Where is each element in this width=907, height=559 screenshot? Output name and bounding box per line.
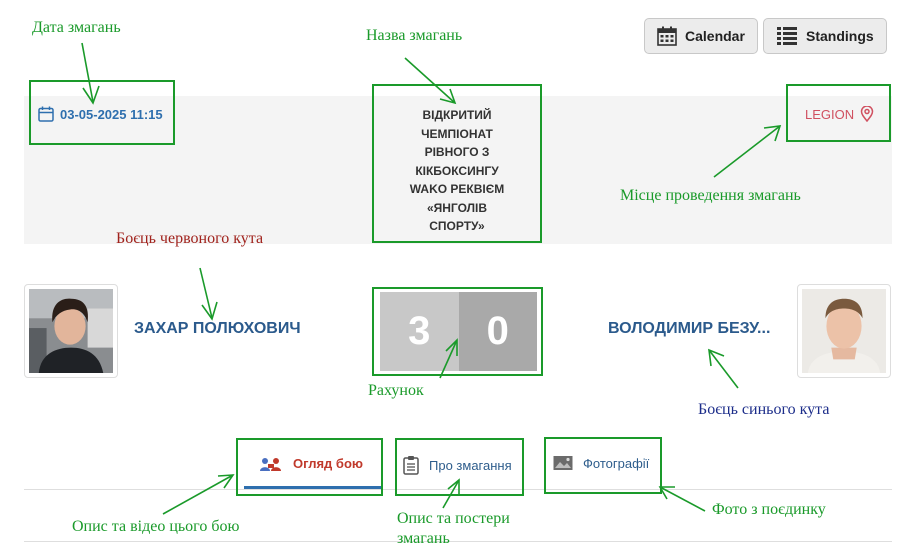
annotation-red-fighter: Боєць червоного кута (116, 230, 264, 247)
calendar-button[interactable]: Calendar (644, 18, 758, 54)
calendar-button-label: Calendar (685, 28, 745, 44)
annotation-overview-tab: Опис та відео цього бою (72, 518, 240, 535)
event-date: 03-05-2025 11:15 (38, 106, 163, 122)
calendar-icon (38, 106, 54, 122)
blue-fighter-name[interactable]: ВОЛОДИМИР БЕЗУ... (608, 320, 771, 337)
image-icon (553, 456, 573, 470)
event-title-line: КІКБОКСИНГУ (415, 163, 499, 178)
calendar-icon (657, 26, 677, 46)
blue-fighter-avatar[interactable] (797, 284, 891, 378)
clipboard-icon (403, 456, 419, 475)
annotation-photos-tab: Фото з поєдинку (712, 501, 826, 518)
event-venue-text: LEGION (805, 106, 855, 122)
content-divider (24, 541, 892, 542)
blue-score: 0 (458, 292, 537, 371)
annotation-date: Дата змагань (32, 19, 121, 36)
event-title-line: СПОРТУ» (429, 219, 485, 233)
event-venue[interactable]: LEGION (805, 106, 874, 122)
annotation-about-tab-line1: Опис та постери (397, 510, 510, 527)
standings-button[interactable]: Standings (763, 18, 887, 54)
event-title-line: РІВНОГО З (424, 145, 490, 159)
red-fighter-name[interactable]: ЗАХАР ПОЛЮХОВИЧ (134, 320, 301, 337)
tab-about-competition-label: Про змагання (429, 457, 512, 473)
tab-fight-overview[interactable]: Огляд бою (259, 455, 363, 471)
tab-about-competition[interactable]: Про змагання (403, 455, 512, 475)
event-title[interactable]: ВІДКРИТИЙ ЧЕМПІОНАТ РІВНОГО З КІКБОКСИНГ… (374, 106, 540, 236)
red-fighter-photo (29, 289, 113, 373)
red-fighter-avatar[interactable] (24, 284, 118, 378)
annotation-title: Назва змагань (366, 27, 463, 44)
fighters-icon (260, 458, 281, 471)
standings-icon (777, 27, 797, 45)
location-pin-icon (860, 106, 874, 122)
event-title-line: «ЯНГОЛІВ (426, 200, 488, 215)
annotation-about-tab-line2: змагань (397, 530, 450, 547)
annotation-score: Рахунок (368, 382, 424, 399)
event-date-text: 03-05-2025 11:15 (60, 106, 163, 122)
event-title-line: WAKO РЕКВІЄМ (409, 182, 505, 196)
score-board: 3 0 (380, 292, 537, 371)
annotation-blue-fighter: Боєць синього кута (698, 401, 830, 418)
red-score: 3 (380, 292, 459, 371)
tab-photos[interactable]: Фотографії (553, 455, 649, 471)
blue-fighter-photo (802, 289, 886, 373)
event-title-line: ВІДКРИТИЙ (422, 108, 492, 122)
tab-photos-label: Фотографії (583, 455, 650, 471)
tabs-divider (24, 489, 892, 490)
event-title-line: ЧЕМПІОНАТ (421, 126, 493, 141)
tab-fight-overview-label: Огляд бою (293, 455, 363, 471)
active-tab-indicator (244, 486, 382, 489)
standings-button-label: Standings (806, 28, 874, 44)
annotation-venue: Місце проведення змагань (620, 187, 801, 204)
